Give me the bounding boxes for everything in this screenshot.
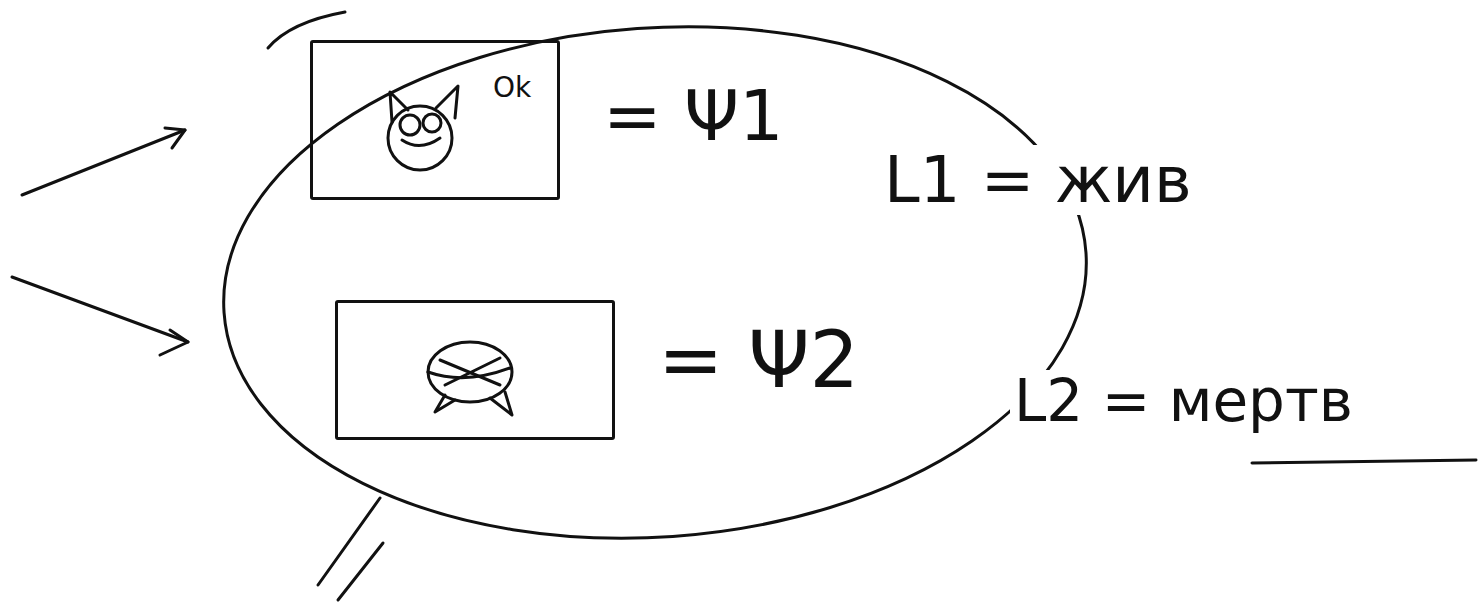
cat-dead bbox=[428, 342, 512, 415]
arrow-line bbox=[12, 277, 188, 342]
state-label: L2 = мертв bbox=[1010, 370, 1357, 434]
arrow-head bbox=[160, 330, 188, 355]
arrow-head bbox=[165, 128, 185, 148]
picture-box: = Ψ2 bbox=[335, 300, 615, 440]
arrow-line bbox=[22, 130, 185, 195]
underline bbox=[1252, 460, 1476, 463]
cat-alive bbox=[388, 86, 458, 170]
note-text: Ok bbox=[493, 73, 531, 104]
picture-box: Ok= Ψ1 bbox=[310, 40, 560, 200]
state-ellipse: L1 = живL2 = мертвOk= Ψ1= Ψ2 bbox=[220, 25, 1090, 540]
state-label: L1 = жив bbox=[880, 145, 1196, 215]
psi-label: = Ψ1 bbox=[603, 78, 784, 155]
psi-label: = Ψ2 bbox=[658, 318, 859, 404]
pen-stroke bbox=[318, 498, 380, 585]
ellipse-outline bbox=[206, 0, 1103, 567]
pen-stroke bbox=[338, 543, 383, 600]
